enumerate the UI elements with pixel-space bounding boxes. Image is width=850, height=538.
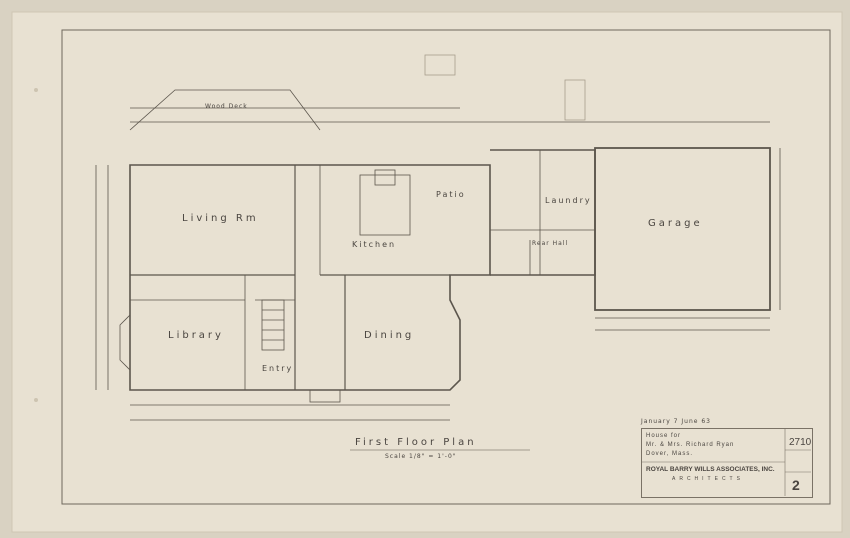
sheet-number: 2 [792,477,800,493]
room-label-patio: Patio [436,190,466,199]
title-block: House for Mr. & Mrs. Richard Ryan Dover,… [641,428,813,498]
project-line-2: Mr. & Mrs. Richard Ryan [646,442,735,448]
room-label-rear-hall: Rear Hall [532,240,569,247]
title-block-rules [641,428,811,496]
project-line-1: House for [646,433,682,439]
room-label-library: Library [168,330,224,341]
room-label-garage: Garage [648,218,703,229]
drawing-title: First Floor Plan [355,437,477,448]
room-label-kitchen: Kitchen [352,240,397,249]
floor-plan [95,54,781,421]
room-label-entry: Entry [262,364,294,373]
room-label-wood-deck: Wood Deck [205,103,248,110]
drawing-scale: Scale 1/8" = 1'-0" [385,453,457,460]
job-number: 2710 [789,437,812,448]
room-label-living: Living Rm [182,213,259,224]
project-line-3: Dover, Mass. [646,451,694,457]
room-label-laundry: Laundry [545,196,592,205]
firm-subtitle: ARCHITECTS [672,476,744,482]
room-label-dining: Dining [364,330,415,341]
firm-name: ROYAL BARRY WILLS ASSOCIATES, INC. [646,466,775,473]
drawing-date: January 7 June 63 [641,418,711,425]
